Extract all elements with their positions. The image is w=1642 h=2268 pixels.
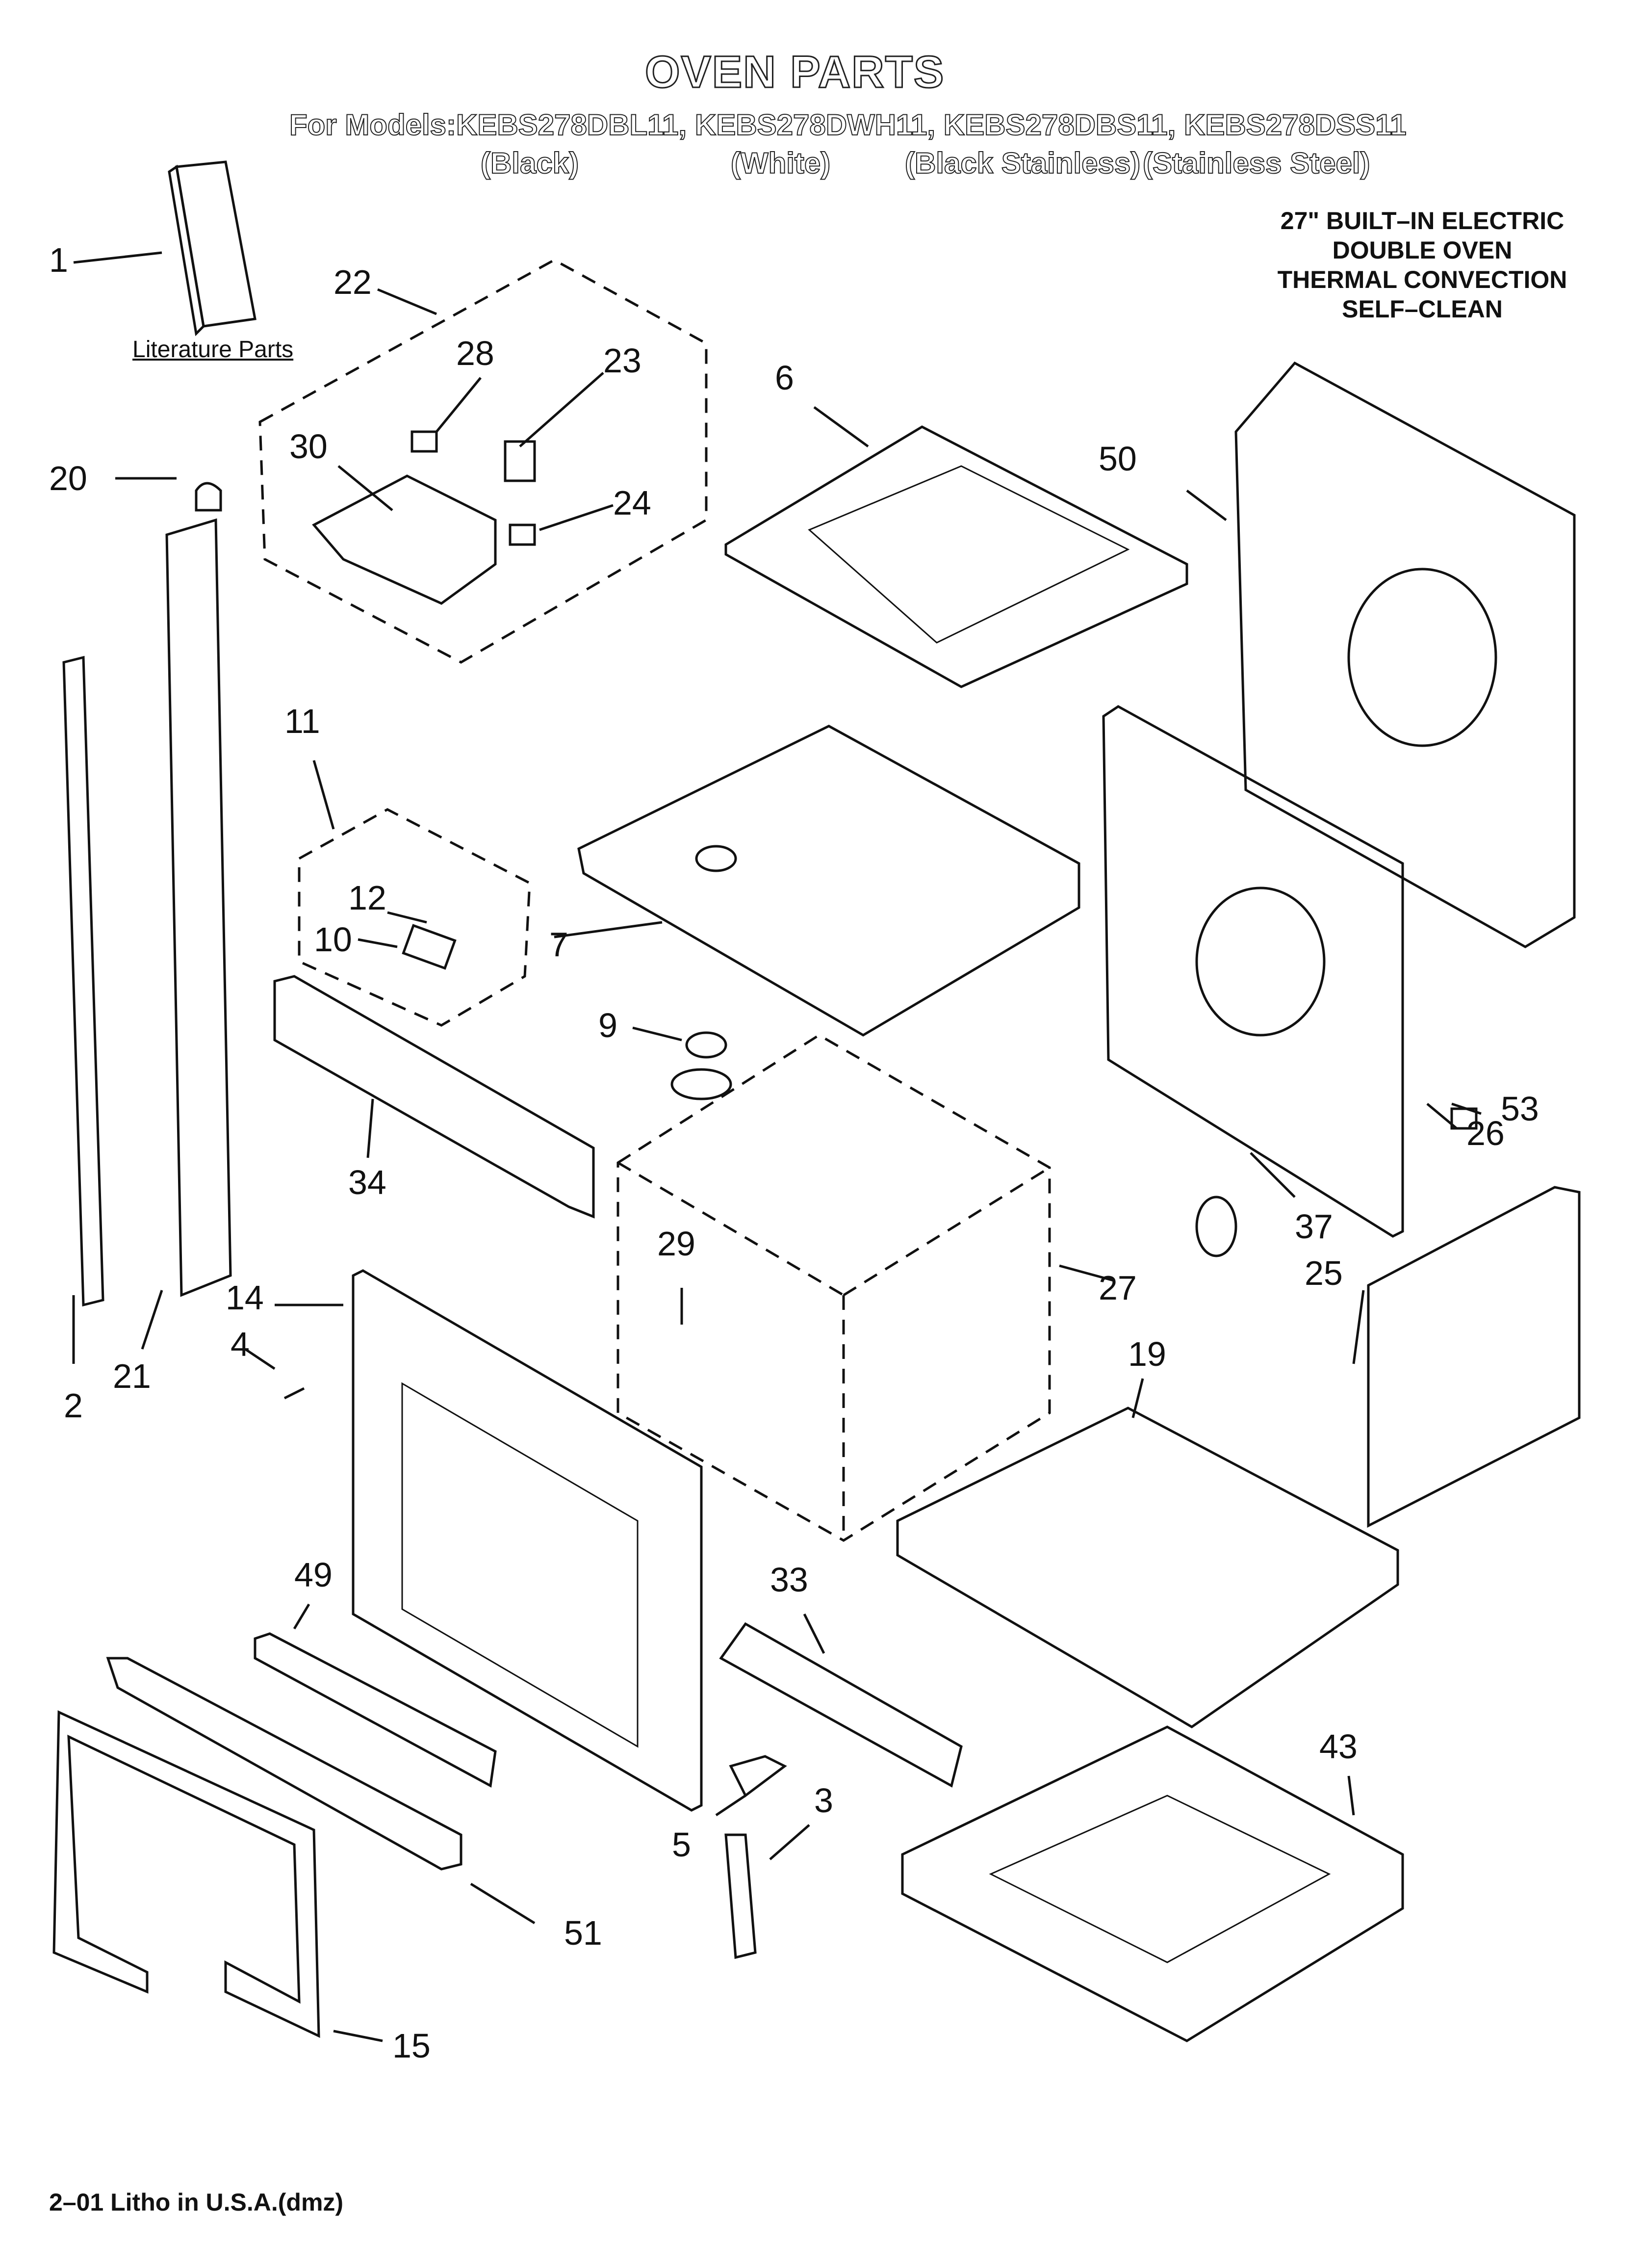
- callout-50: 50: [1099, 440, 1137, 478]
- callout-34: 34: [348, 1163, 386, 1201]
- callout-4: 4: [231, 1325, 250, 1363]
- callout-53: 53: [1501, 1090, 1539, 1128]
- oven-cavity: [616, 1034, 1051, 1542]
- literature-parts-label: Literature Parts: [132, 337, 294, 363]
- callout-26: 26: [1466, 1114, 1505, 1152]
- desc-line-2: DOUBLE OVEN: [1332, 236, 1513, 264]
- hi-limit: [1195, 1196, 1237, 1257]
- page-title: OVEN PARTS: [644, 47, 945, 98]
- callout-11: 11: [284, 702, 320, 740]
- callout-43: 43: [1319, 1727, 1358, 1766]
- callout-37: 37: [1295, 1207, 1333, 1246]
- light-module-group: [298, 808, 531, 1027]
- bracket-3: [724, 1833, 757, 1959]
- oven-top: [577, 725, 1080, 1037]
- callout-10: 10: [314, 920, 352, 959]
- trim-51: [106, 1657, 462, 1871]
- callout-1: 1: [49, 241, 68, 279]
- bracket-5: [729, 1755, 787, 1798]
- callout-51: 51: [564, 1914, 602, 1952]
- callout-15: 15: [392, 2027, 431, 2065]
- side-panel: [1367, 1186, 1581, 1528]
- door-gasket: [52, 1710, 320, 2038]
- model-3: KEBS278DBS11,: [943, 108, 1177, 142]
- model-2: KEBS278DWH11,: [694, 108, 936, 142]
- screw: [283, 1387, 305, 1400]
- oven-description: 27" BUILT–IN ELECTRIC DOUBLE OVEN THERMA…: [1256, 206, 1589, 324]
- leader-lines: [72, 251, 1482, 2042]
- callout-21: 21: [113, 1357, 151, 1395]
- variant-stainless-steel: (Stainless Steel): [1142, 146, 1371, 180]
- model-1: KEBS278DBL11,: [456, 108, 687, 142]
- callout-7: 7: [549, 925, 568, 964]
- front-frame: [352, 1269, 703, 1812]
- callout-20: 20: [49, 459, 87, 497]
- callout-25: 25: [1305, 1254, 1343, 1292]
- desc-line-1: 27" BUILT–IN ELECTRIC: [1280, 207, 1565, 235]
- bottom-cover: [896, 1407, 1399, 1728]
- models-line: For Models:KEBS278DBL11, KEBS278DWH11, K…: [289, 108, 1407, 142]
- desc-line-4: SELF–CLEAN: [1342, 295, 1503, 323]
- desc-line-3: THERMAL CONVECTION: [1277, 266, 1567, 293]
- control-bracket: [312, 430, 536, 605]
- models-prefix: For Models:: [289, 108, 457, 142]
- side-trim-right: [165, 518, 232, 1297]
- callout-28: 28: [456, 334, 494, 372]
- bracket-33: [719, 1622, 963, 1788]
- callout-12: 12: [348, 879, 386, 917]
- side-trim-left: [62, 655, 104, 1307]
- callout-14: 14: [226, 1278, 264, 1317]
- footer-litho: 2–01 Litho in U.S.A.(dmz): [49, 2189, 344, 2216]
- control-module-group: [258, 259, 708, 664]
- callout-19: 19: [1128, 1335, 1166, 1373]
- thermostat: [670, 1068, 732, 1100]
- callout-6: 6: [775, 359, 794, 397]
- callout-27: 27: [1099, 1269, 1137, 1307]
- callout-5: 5: [672, 1825, 691, 1864]
- variant-black-stainless: (Black Stainless): [904, 146, 1141, 180]
- callout-49: 49: [294, 1556, 333, 1594]
- convection-panel: [1102, 705, 1404, 1238]
- variant-black: (Black): [480, 146, 579, 180]
- trim-49: [254, 1632, 497, 1788]
- rear-fan: [1347, 568, 1497, 747]
- model-4: KEBS278DSS11: [1183, 108, 1407, 142]
- top-panel: [724, 425, 1188, 688]
- callout-2: 2: [64, 1386, 83, 1425]
- callout-29: 29: [657, 1225, 695, 1263]
- literature-booklet: [168, 160, 257, 337]
- callout-33: 33: [770, 1561, 808, 1599]
- vent-strip: [273, 975, 595, 1219]
- callout-24: 24: [613, 484, 651, 522]
- cap: [195, 482, 222, 512]
- callout-30: 30: [289, 427, 328, 466]
- callout-23: 23: [603, 341, 641, 380]
- variant-white: (White): [730, 146, 831, 180]
- callout-22: 22: [334, 263, 372, 301]
- rear-panel: [1234, 361, 1576, 948]
- callout-9: 9: [598, 1006, 617, 1044]
- bottom-pan: [901, 1725, 1404, 2042]
- callout-3: 3: [814, 1781, 833, 1820]
